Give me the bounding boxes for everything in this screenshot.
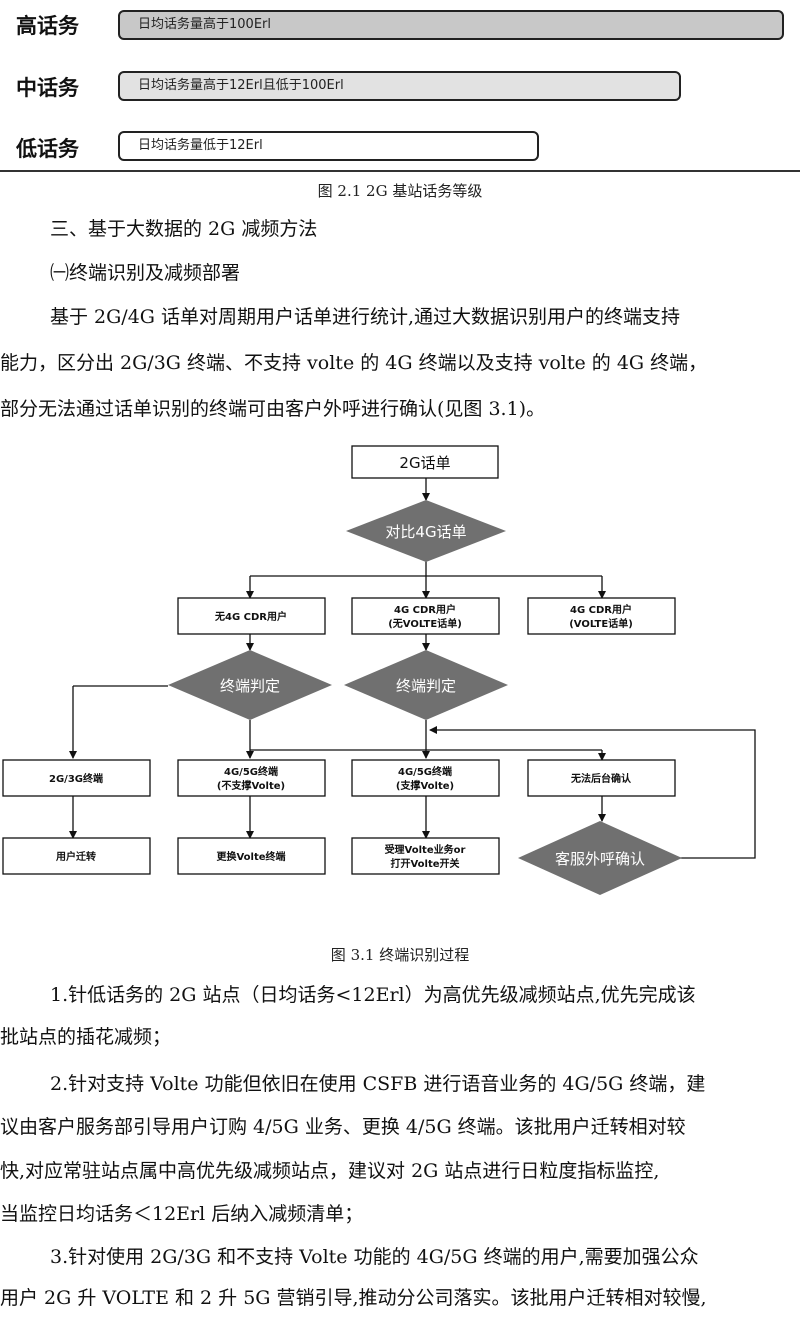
terminal-unknown-label: 无法后台确认 <box>570 772 632 785</box>
category-box-4g-no-volte <box>351 597 500 635</box>
terminal-box-unknown <box>527 759 676 797</box>
mid-traffic-label: 中话务 <box>16 76 79 100</box>
low-traffic-bar: 日均话务量低于12Erl <box>118 131 539 161</box>
low-traffic-label: 低话务 <box>16 137 79 161</box>
category-4g-volte-line2: (VOLTE话单) <box>569 617 633 630</box>
category-no-4g-label: 无4G CDR用户 <box>214 610 287 623</box>
callout-label: 客服外呼确认 <box>555 850 645 868</box>
item-2-line-4: 当监控日均话务＜12Erl 后纳入减频清单； <box>0 1203 364 1225</box>
category-box-4g-volte <box>527 597 676 635</box>
terminal-volte-line1: 4G/5G终端 <box>398 765 452 778</box>
item-3-line-2: 用户 2G 升 VOLTE 和 2 升 5G 营销引导,推动分公司落实。该批用户… <box>0 1287 707 1309</box>
start-box <box>351 445 499 479</box>
compare-label: 对比4G话单 <box>385 523 466 541</box>
terminal-volte-line2: (支撑Volte) <box>396 779 454 792</box>
terminal-no-volte-line1: 4G/5G终端 <box>224 765 278 778</box>
judge-diamond-2 <box>344 650 508 720</box>
item-1-line-2: 批站点的插花减频； <box>0 1026 172 1048</box>
judge-1-label: 终端判定 <box>220 677 280 695</box>
traffic-level-figure: 高话务 日均话务量高于100Erl 中话务 日均话务量高于12Erl且低于100… <box>0 0 800 172</box>
result-box-enable-volte <box>351 837 500 875</box>
sub-heading: ㈠终端识别及减频部署 <box>50 262 241 284</box>
high-traffic-label: 高话务 <box>16 14 79 38</box>
result-migrate-label: 用户迁转 <box>55 850 96 863</box>
judge-2-label: 终端判定 <box>396 677 456 695</box>
item-2-line-3: 快,对应常驻站点属中高优先级减频站点，建议对 2G 站点进行日粒度指标监控, <box>0 1160 660 1182</box>
flow-connectors <box>69 478 756 859</box>
judge-diamond-1 <box>168 650 332 720</box>
result-enable-volte-line1: 受理Volte业务or <box>385 843 466 856</box>
intro-line-1: 基于 2G/4G 话单对周期用户话单进行统计,通过大数据识别用户的终端支持 <box>50 306 681 328</box>
result-enable-volte-line2: 打开Volte开关 <box>390 857 459 870</box>
result-box-replace-terminal <box>177 837 326 875</box>
terminal-box-2g3g <box>2 759 151 797</box>
figure-border <box>0 170 800 172</box>
intro-line-3: 部分无法通过话单识别的终端可由客户外呼进行确认(见图 3.1)。 <box>0 398 546 420</box>
result-replace-terminal-label: 更换Volte终端 <box>216 850 285 863</box>
start-label: 2G话单 <box>399 454 450 472</box>
category-box-no-4g <box>177 597 326 635</box>
figure-caption-2-1: 图 2.1 2G 基站话务等级 <box>317 182 483 200</box>
section-heading: 三、基于大数据的 2G 减频方法 <box>50 218 318 240</box>
category-4g-no-volte-line1: 4G CDR用户 <box>394 603 456 616</box>
terminal-box-volte <box>351 759 500 797</box>
terminal-no-volte-line2: (不支撑Volte) <box>217 779 285 792</box>
item-3-line-1: 3.针对使用 2G/3G 和不支持 Volte 功能的 4G/5G 终端的用户,… <box>50 1246 699 1268</box>
mid-traffic-bar: 日均话务量高于12Erl且低于100Erl <box>118 71 681 101</box>
item-2-line-1: 2.针对支持 Volte 功能但依旧在使用 CSFB 进行语音业务的 4G/5G… <box>50 1073 706 1095</box>
intro-line-2: 能力，区分出 2G/3G 终端、不支持 volte 的 4G 终端以及支持 vo… <box>0 352 708 374</box>
item-1-line-1: 1.针低话务的 2G 站点（日均话务<12Erl）为高优先级减频站点,优先完成该 <box>50 984 696 1006</box>
figure-caption-3-1: 图 3.1 终端识别过程 <box>330 946 470 964</box>
compare-diamond <box>346 500 506 562</box>
terminal-2g3g-label: 2G/3G终端 <box>49 772 103 785</box>
callout-diamond <box>518 821 682 895</box>
result-box-migrate <box>2 837 151 875</box>
item-2-line-2: 议由客户服务部引导用户订购 4/5G 业务、更换 4/5G 终端。该批用户迁转相… <box>0 1116 686 1138</box>
category-4g-volte-line1: 4G CDR用户 <box>570 603 632 616</box>
category-4g-no-volte-line2: (无VOLTE话单) <box>388 617 462 630</box>
terminal-box-no-volte <box>177 759 326 797</box>
high-traffic-bar: 日均话务量高于100Erl <box>118 10 784 40</box>
terminal-identification-flowchart: 2G话单 对比4G话单 无4G CDR用户 4G CDR用户 (无VOLTE话单… <box>2 445 756 895</box>
